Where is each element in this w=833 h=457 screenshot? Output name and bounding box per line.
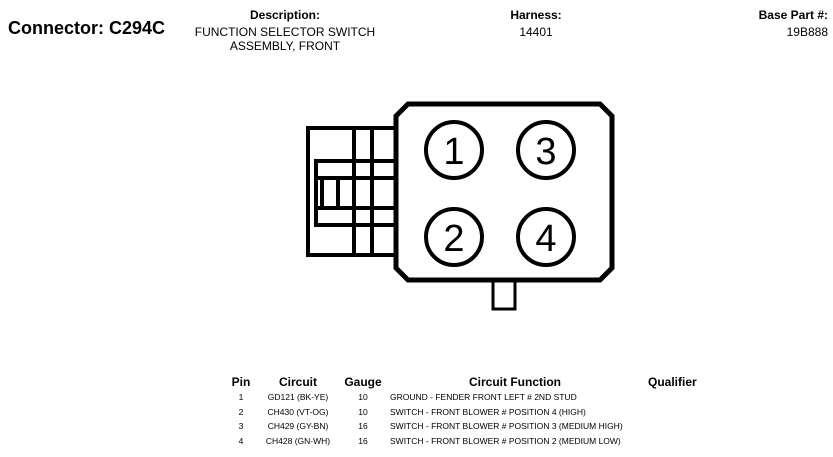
pin-cavity-4: 4 bbox=[516, 207, 576, 267]
header-circuit-function: Circuit Function bbox=[469, 375, 561, 389]
header-qualifier: Qualifier bbox=[648, 375, 697, 389]
row-qualifier bbox=[644, 390, 722, 405]
header-circuit: Circuit bbox=[278, 375, 317, 389]
row-function: SWITCH - FRONT BLOWER # POSITION 3 (MEDI… bbox=[390, 421, 623, 432]
row-pin: 4 bbox=[238, 435, 244, 446]
pin-label-1: 1 bbox=[443, 131, 464, 173]
pin-label-3: 3 bbox=[535, 131, 556, 173]
header-gauge: Gauge bbox=[344, 375, 382, 389]
row-qualifier bbox=[644, 434, 722, 449]
table-row: 4 CH428 (GN-WH) 16 SWITCH - FRONT BLOWER… bbox=[226, 434, 722, 449]
connector-latch bbox=[306, 126, 399, 257]
connector-key-tab bbox=[491, 279, 517, 311]
description-label: Description: bbox=[249, 8, 320, 22]
base-part-label: Base Part #: bbox=[758, 8, 828, 22]
connector-title: Connector: C294C bbox=[8, 18, 166, 38]
pin-cavity-1: 1 bbox=[424, 120, 484, 180]
table-row: 3 CH429 (GY-BN) 16 SWITCH - FRONT BLOWER… bbox=[226, 419, 722, 434]
row-qualifier bbox=[644, 419, 722, 434]
pin-cavity-2: 2 bbox=[424, 207, 484, 267]
base-part-value: 19B888 bbox=[786, 25, 828, 39]
row-qualifier bbox=[644, 405, 722, 420]
header-pin: Pin bbox=[231, 375, 251, 389]
harness-value: 14401 bbox=[519, 25, 553, 39]
description-value-line2: ASSEMBLY, FRONT bbox=[229, 39, 341, 53]
row-pin: 3 bbox=[238, 421, 244, 432]
harness-label: Harness: bbox=[510, 8, 562, 22]
connector-body bbox=[393, 101, 615, 283]
row-gauge: 10 bbox=[358, 406, 368, 417]
row-circuit: CH430 (VT-OG) bbox=[267, 406, 329, 417]
row-gauge: 16 bbox=[358, 421, 368, 432]
row-function: GROUND - FENDER FRONT LEFT # 2ND STUD bbox=[390, 392, 577, 403]
row-circuit: GD121 (BK-YE) bbox=[267, 392, 329, 403]
row-circuit: CH429 (GY-BN) bbox=[267, 421, 329, 432]
pin-label-4: 4 bbox=[535, 218, 556, 260]
row-function: SWITCH - FRONT BLOWER # POSITION 4 (HIGH… bbox=[390, 406, 586, 417]
pin-table-header: Pin Circuit Gauge Circuit Function Quali… bbox=[226, 374, 722, 390]
row-gauge: 16 bbox=[358, 435, 368, 446]
row-pin: 1 bbox=[238, 392, 244, 403]
pin-label-2: 2 bbox=[443, 218, 464, 260]
row-circuit: CH428 (GN-WH) bbox=[265, 435, 331, 446]
pin-table: Pin Circuit Gauge Circuit Function Quali… bbox=[226, 374, 722, 448]
table-row: 1 GD121 (BK-YE) 10 GROUND - FENDER FRONT… bbox=[226, 390, 722, 405]
row-pin: 2 bbox=[238, 406, 244, 417]
table-row: 2 CH430 (VT-OG) 10 SWITCH - FRONT BLOWER… bbox=[226, 405, 722, 420]
description-value: FUNCTION SELECTOR SWITCH ASSEMBLY, FRONT bbox=[180, 25, 390, 53]
row-function: SWITCH - FRONT BLOWER # POSITION 2 (MEDI… bbox=[390, 435, 621, 446]
pin-cavity-3: 3 bbox=[516, 120, 576, 180]
description-value-line1: FUNCTION SELECTOR SWITCH bbox=[194, 25, 376, 39]
row-gauge: 10 bbox=[358, 392, 368, 403]
